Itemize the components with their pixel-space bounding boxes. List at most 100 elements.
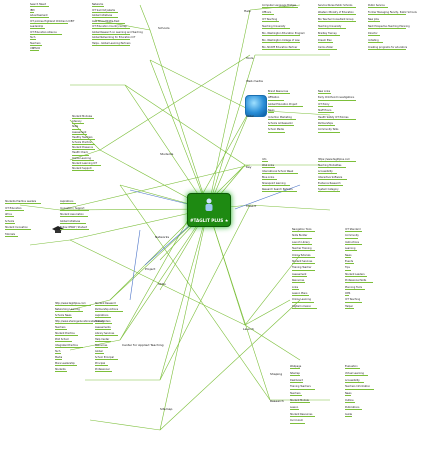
launch-block-node[interactable]: CMS	[345, 292, 351, 295]
top-right-node[interactable]: Western Ministry of Education	[318, 11, 354, 14]
right-middle-node[interactable]: News	[268, 109, 275, 113]
launch-block-node[interactable]: Teacher Training	[292, 247, 312, 251]
hub-skills[interactable]: Skills	[158, 282, 166, 286]
top-left-node[interactable]: Global Networking for Education ICT	[92, 36, 136, 39]
top-left-node[interactable]: Advertisement	[30, 14, 48, 17]
hub-center[interactable]: Center for Applied Teaching	[122, 343, 164, 347]
hub-project[interactable]: Project	[145, 267, 156, 271]
left-lower-node[interactable]: Tutorials	[5, 232, 16, 236]
hub-sitemap[interactable]: Sitemap	[160, 407, 173, 411]
right-key-node[interactable]: Blue Links	[262, 176, 275, 179]
bottom-right-node[interactable]: Training Teachers	[290, 385, 311, 389]
right-key-node[interactable]: Info	[262, 158, 267, 161]
top-left-node[interactable]: ICT Educators Alliance	[30, 30, 57, 34]
bottom-left-node[interactable]: Media	[55, 356, 63, 359]
left-middle-node[interactable]: Assessment	[72, 130, 87, 134]
right-key-node[interactable]: Accessibility	[318, 170, 333, 173]
right-key-node[interactable]: System Category	[318, 188, 339, 191]
top-left-node[interactable]: IBM	[30, 8, 35, 12]
hub-taglit[interactable]: TAGLIT	[246, 204, 257, 208]
launch-block-node[interactable]: Links	[292, 285, 299, 289]
top-left-node[interactable]: Search Talent	[30, 3, 47, 6]
top-right-node[interactable]: Bio, NCATE Education Partner	[262, 46, 298, 49]
bottom-left-node[interactable]: Teachers	[55, 326, 66, 329]
left-lower-node[interactable]: Students Practice Leaders	[5, 200, 37, 203]
bottom-right-node[interactable]: Evaluation	[345, 365, 358, 368]
right-middle-node[interactable]: Community Talks	[318, 128, 339, 132]
launch-block-node[interactable]: News	[345, 253, 352, 257]
launch-block-node[interactable]: Training Teacher	[292, 266, 312, 270]
bottom-left-node[interactable]: Student Practice	[55, 332, 75, 335]
launch-block-node[interactable]: Student Services	[292, 260, 313, 263]
bottom-left-node[interactable]: Global	[95, 350, 103, 353]
top-right-node[interactable]: Carlos Zoller	[318, 46, 334, 49]
bottom-left-node[interactable]: http://www.taglitplus.com	[55, 302, 86, 305]
launch-block-node[interactable]: Skills Builder	[292, 234, 308, 238]
right-middle-node[interactable]: Brand Resources	[268, 90, 289, 93]
top-left-node[interactable]: Helps - Global Learning Partners	[92, 41, 131, 45]
top-left-node[interactable]: UNESCO	[30, 47, 41, 50]
top-left-node[interactable]: Leadership	[30, 25, 44, 28]
top-left-node[interactable]: Global Research on Learning and Teaching	[92, 30, 143, 34]
bottom-right-node[interactable]: Webpage	[290, 365, 302, 368]
top-left-node[interactable]: Tech	[30, 36, 36, 39]
right-middle-node[interactable]: Staff Hours	[318, 109, 332, 113]
top-right-node[interactable]: Teaching University	[318, 25, 342, 28]
top-right-node[interactable]: Former Managing Faculty, Public Schools	[368, 11, 417, 14]
bottom-left-node[interactable]: Networking Learning	[55, 308, 80, 311]
left-middle-node[interactable]: Student Presence	[72, 146, 93, 150]
launch-block-node[interactable]: Events	[345, 260, 354, 263]
top-right-node[interactable]: New Jobs	[368, 18, 379, 21]
launch-block-node[interactable]: Launch Library	[292, 240, 310, 244]
top-left-node[interactable]: Asia Africa Middle-East	[92, 19, 120, 23]
bottom-left-node[interactable]: Stakeholders	[95, 320, 111, 323]
right-middle-node[interactable]: Partnerships	[318, 122, 333, 125]
bottom-right-node[interactable]: Teachers	[290, 392, 301, 396]
launch-block-node[interactable]: Helper	[345, 304, 353, 308]
hub-tools[interactable]: Tools	[246, 56, 254, 60]
right-middle-node[interactable]: Early Childhood Investigations	[318, 96, 355, 100]
top-right-node[interactable]: Bio, Washington College of Law	[262, 39, 300, 42]
bottom-right-node[interactable]: Student Module	[290, 399, 309, 402]
right-middle-node[interactable]: Schools Ambassador	[268, 122, 293, 125]
right-middle-node[interactable]: New Links	[318, 90, 331, 93]
bottom-left-node[interactable]: Tech	[55, 350, 61, 353]
bottom-left-node[interactable]: http://www.sharingeducationnetwork.org	[55, 320, 104, 323]
launch-block-node[interactable]: Resources	[292, 279, 305, 283]
launch-block-node[interactable]: Digital Inclusion	[292, 304, 312, 308]
bottom-left-node[interactable]: Resources	[95, 344, 108, 347]
launch-block-node[interactable]: Navigation Tools	[292, 228, 312, 231]
left-lower-node[interactable]: Global Initiatives	[60, 219, 81, 223]
left-lower-node[interactable]: Schools	[5, 219, 15, 223]
top-right-node[interactable]: Next Prospectus Teaching Planning	[368, 25, 410, 28]
left-lower-node[interactable]: Follow WWW / Student	[60, 226, 88, 229]
hub-key[interactable]: Key	[246, 165, 252, 169]
bottom-right-node[interactable]: Dashboard	[290, 378, 303, 382]
launch-block-node[interactable]: ICT Teaching	[345, 298, 361, 302]
bottom-right-node[interactable]: Accessibility	[345, 378, 360, 382]
bottom-right-node[interactable]: Outline	[345, 399, 354, 402]
right-key-node[interactable]: Web Links	[262, 164, 275, 167]
bottom-right-node[interactable]: Student Resources	[290, 412, 313, 416]
top-left-node[interactable]: ICT Summit Jakarta	[92, 8, 116, 12]
top-right-node[interactable]: Computer Language Bridges	[262, 4, 297, 7]
left-lower-node[interactable]: Innovation / Support	[60, 206, 85, 210]
bottom-left-node[interactable]: School Principal	[95, 356, 114, 359]
bottom-left-node[interactable]: Partnership Actions	[95, 308, 119, 311]
bottom-left-node[interactable]: Professional	[95, 368, 110, 371]
top-right-node[interactable]: Initiating	[368, 39, 379, 42]
top-right-node[interactable]: Bradley Tierney	[318, 32, 337, 35]
launch-block-node[interactable]: Community	[345, 234, 359, 238]
bottom-right-node[interactable]: Lesson	[290, 405, 299, 409]
left-middle-node[interactable]: Student Learning ICT	[72, 161, 98, 165]
bottom-left-node[interactable]: More Leadership	[55, 362, 75, 365]
hub-schools[interactable]: Schools	[158, 26, 170, 30]
left-lower-node[interactable]: Aspirations	[60, 200, 74, 203]
right-middle-node[interactable]: Global Education Project	[268, 102, 298, 106]
top-left-node[interactable]: ICT policies Highland Children's ICEIT	[30, 19, 75, 23]
top-right-node[interactable]: Teaching University	[262, 25, 286, 28]
left-lower-node[interactable]: Africa	[5, 213, 12, 216]
right-key-node[interactable]: Research Search Partners	[262, 188, 293, 191]
bottom-right-node[interactable]: News	[345, 392, 352, 396]
launch-block-node[interactable]: Tips	[345, 266, 350, 270]
